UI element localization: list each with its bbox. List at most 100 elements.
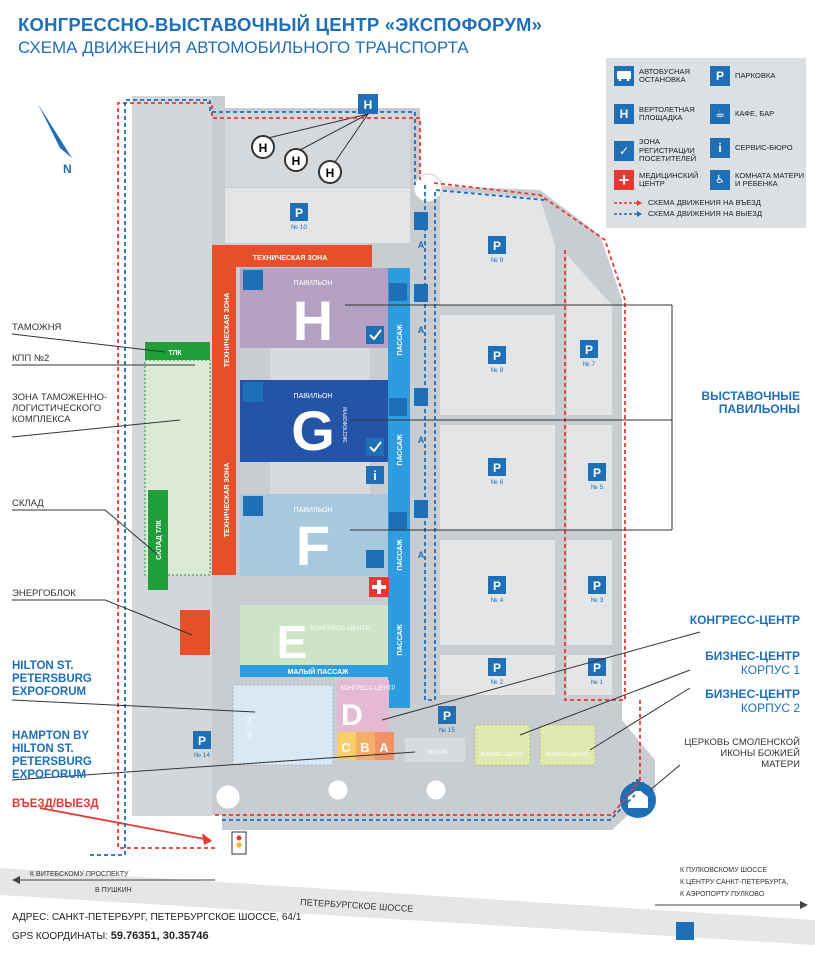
parking-marker: P№ 3: [588, 576, 606, 604]
registration-icon-g: [366, 438, 384, 456]
bc2-map-label: БИЗНЕС-ЦЕНТР: [545, 752, 588, 758]
svg-text:P: P: [585, 343, 593, 357]
pavilion-f: [240, 494, 388, 576]
registration-icon: ✓: [614, 140, 634, 161]
pavilion-f-label: ПАВИЛЬОН: [294, 507, 333, 514]
passage-label-2: ПАССАЖ: [397, 434, 404, 466]
svg-text:P: P: [593, 466, 601, 480]
svg-text:А: А: [418, 325, 425, 335]
bc1-map-label: БИЗНЕС-ЦЕНТР: [480, 752, 523, 758]
cafe-icon: ☕: [710, 104, 730, 124]
parking-marker: P№ 9: [488, 236, 506, 264]
legend-text: ЗОНА РЕГИСТРАЦИИ ПОСЕТИТЕЛЕЙ: [639, 137, 697, 163]
legend-route-entry: СХЕМА ДВИЖЕНИЯ НА ВЪЕЗД: [614, 198, 761, 207]
legend-item-cafe: ☕ КАФЕ, БАР: [710, 104, 774, 124]
passage-label-1: ПАССАЖ: [397, 324, 404, 356]
block-b: [356, 732, 375, 760]
label-hilton: HILTON ST. PETERSBURG EXPOFORUM: [12, 660, 92, 698]
passage: [388, 268, 410, 708]
hilton-building: [232, 684, 334, 766]
legend-text: ВЕРТОЛЕТНАЯ ПЛОЩАДКА: [639, 104, 695, 122]
parking-marker: P № 14: [193, 731, 211, 759]
parking-number: № 4: [491, 597, 504, 604]
legend-route-text: СХЕМА ДВИЖЕНИЯ НА ВЪЕЗД: [648, 198, 761, 207]
pavilion-d: [337, 680, 389, 732]
label-bc1-sub: КОРПУС 1: [740, 663, 800, 677]
parking-marker: P № 7: [580, 340, 598, 368]
business-center-2: [539, 724, 596, 766]
sklad-tlk-block: [148, 490, 168, 590]
svg-text:P: P: [493, 461, 501, 475]
parking-number: № 7: [583, 361, 596, 368]
pavilion-e: [240, 605, 388, 665]
svg-text:H: H: [292, 154, 301, 168]
block-c-letter: C: [341, 740, 351, 755]
lane-markers: А А А А: [418, 240, 425, 560]
block-a: [375, 732, 394, 760]
address: АДРЕС: САНКТ-ПЕТЕРБУРГ, ПЕТЕРБУРГСКОЕ ШО…: [12, 912, 302, 923]
parking-number: № 15: [439, 727, 455, 734]
legend-item-medical: +МЕДИЦИНСКИЙ ЦЕНТР: [614, 170, 709, 190]
label-energy: ЭНЕРГОБЛОК: [12, 588, 76, 599]
mother-child-icon: ♿: [710, 170, 730, 190]
parking-marker: P№ 15: [438, 706, 456, 734]
svg-text:А: А: [418, 435, 425, 445]
parking-number: № 6: [491, 479, 504, 486]
parking-marker: P№ 10: [290, 203, 308, 231]
label-bc1-title: БИЗНЕС-ЦЕНТР: [705, 649, 800, 663]
tlk-block: [145, 342, 210, 360]
legend-item-bus-stop: АВТОБУСНАЯ ОСТАНОВКА: [614, 66, 709, 86]
legend-text: КОМНАТА МАТЕРИ И РЕБЕНКА: [735, 170, 805, 188]
compass: N: [30, 96, 80, 176]
parking-marker: P№ 8: [488, 346, 506, 374]
pavilion-d-label: КОНГРЕСС-ЦЕНТР: [341, 686, 396, 692]
label-zone: ЗОНА ТАМОЖЕННО-ЛОГИСТИЧЕСКОГО КОМПЛЕКСА: [12, 392, 108, 425]
mother-child-icon-f: [366, 550, 384, 568]
label-kpp: КПП №2: [12, 353, 50, 364]
pulkovo-label-2: К ЦЕНТРУ САНКТ-ПЕТЕРБУРГА,: [680, 879, 788, 886]
parking-number: № 14: [194, 752, 210, 759]
legend-text: СЕРВИС-БЮРО: [735, 142, 793, 152]
svg-text:P: P: [198, 734, 206, 748]
parking-10-area: [225, 188, 410, 243]
svg-text:P: P: [493, 579, 501, 593]
pavilion-h: [240, 268, 388, 348]
parking-marker: P № 5: [588, 463, 606, 491]
label-pavilions: ВЫСТАВОЧНЫЕ ПАВИЛЬОНЫ: [701, 389, 800, 416]
compass-arrow-icon: [38, 104, 72, 158]
block-b-letter: B: [360, 740, 369, 755]
pavilion-g: [240, 380, 388, 462]
congress-center-label: КОНГРЕСС-ЦЕНТР: [310, 625, 369, 632]
legend-route-text: СХЕМА ДВИЖЕНИЯ НА ВЫЕЗД: [648, 209, 763, 218]
registration-icon-h: [366, 326, 384, 344]
svg-text:P: P: [593, 661, 601, 675]
tech-zone-top-label: ТЕХНИЧЕСКАЯ ЗОНА: [253, 255, 328, 262]
label-bc2-title: БИЗНЕС-ЦЕНТР: [705, 687, 800, 701]
legend-item-registration: ✓ЗОНА РЕГИСТРАЦИИ ПОСЕТИТЕЛЕЙ: [614, 137, 709, 164]
svg-text:H: H: [326, 166, 335, 180]
pavilion-d-letter: D: [341, 699, 363, 732]
legend-item-mother-child: ♿ КОМНАТА МАТЕРИ И РЕБЕНКА: [710, 170, 805, 190]
small-passage: [240, 665, 410, 677]
legend-text: КАФЕ, БАР: [735, 108, 775, 118]
gps-value: 59.76351, 30.35746: [110, 930, 209, 942]
pulkovo-label-1: К ПУЛКОВСКОМУ ШОССЕ: [680, 867, 767, 874]
pushkin-label: В ПУШКИН: [95, 887, 132, 894]
legend-text: АВТОБУСНАЯ ОСТАНОВКА: [639, 66, 690, 84]
svg-text:P: P: [295, 206, 303, 220]
parking-number: № 5: [591, 484, 604, 491]
label-church: ЦЕРКОВЬ СМОЛЕНСКОЙ ИКОНЫ БОЖИЕЙ МАТЕРИ: [684, 737, 800, 770]
pavilion-h-label: ПАВИЛЬОН: [294, 280, 333, 287]
parking-marker: P№ 2: [488, 658, 506, 686]
parking-number: № 2: [491, 679, 504, 686]
parking-number: № 1: [591, 679, 604, 686]
pavilion-h-letter: H: [293, 289, 333, 352]
label-warehouse: СКЛАД: [12, 498, 44, 509]
gps-label: GPS КООРДИНАТЫ:: [12, 931, 108, 942]
page-subtitle: СХЕМА ДВИЖЕНИЯ АВТОМОБИЛЬНОГО ТРАНСПОРТА: [18, 38, 469, 57]
svg-text:А: А: [418, 550, 425, 560]
